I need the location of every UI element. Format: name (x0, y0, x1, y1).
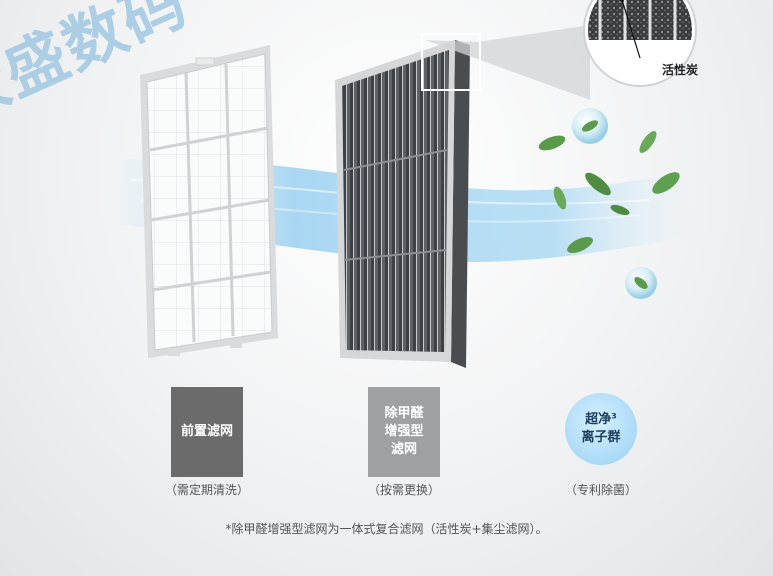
hepa-label-line1: 除甲醛 (384, 406, 424, 421)
hepa-label-box: 除甲醛 增强型 滤网 (368, 387, 440, 477)
leaves-decoration (538, 108, 680, 299)
ion-caption: （专利除菌） (564, 483, 637, 497)
ion-label-circle: 超净³ 离子群 (565, 393, 637, 465)
hepa-filter-panel (335, 40, 470, 368)
prefilter-label: 前置滤网 (180, 424, 233, 439)
ion-label-line2: 离子群 (581, 430, 621, 445)
hepa-label-line2: 增强型 (384, 424, 424, 439)
footnote: *除甲醛增强型滤网为一体式复合滤网（活性炭+集尘滤网）。 (225, 522, 548, 536)
prefilter-label-box: 前置滤网 (171, 387, 243, 477)
prefilter-caption: （需定期清洗） (164, 483, 249, 497)
hepa-caption: （按需更换） (367, 483, 440, 497)
prefilter-panel (140, 45, 278, 358)
ion-label-line1: 超净³ (585, 412, 617, 427)
callout-label: 活性炭 (662, 63, 699, 77)
carbon-callout (421, 0, 697, 100)
hepa-label-line3: 滤网 (390, 442, 417, 457)
